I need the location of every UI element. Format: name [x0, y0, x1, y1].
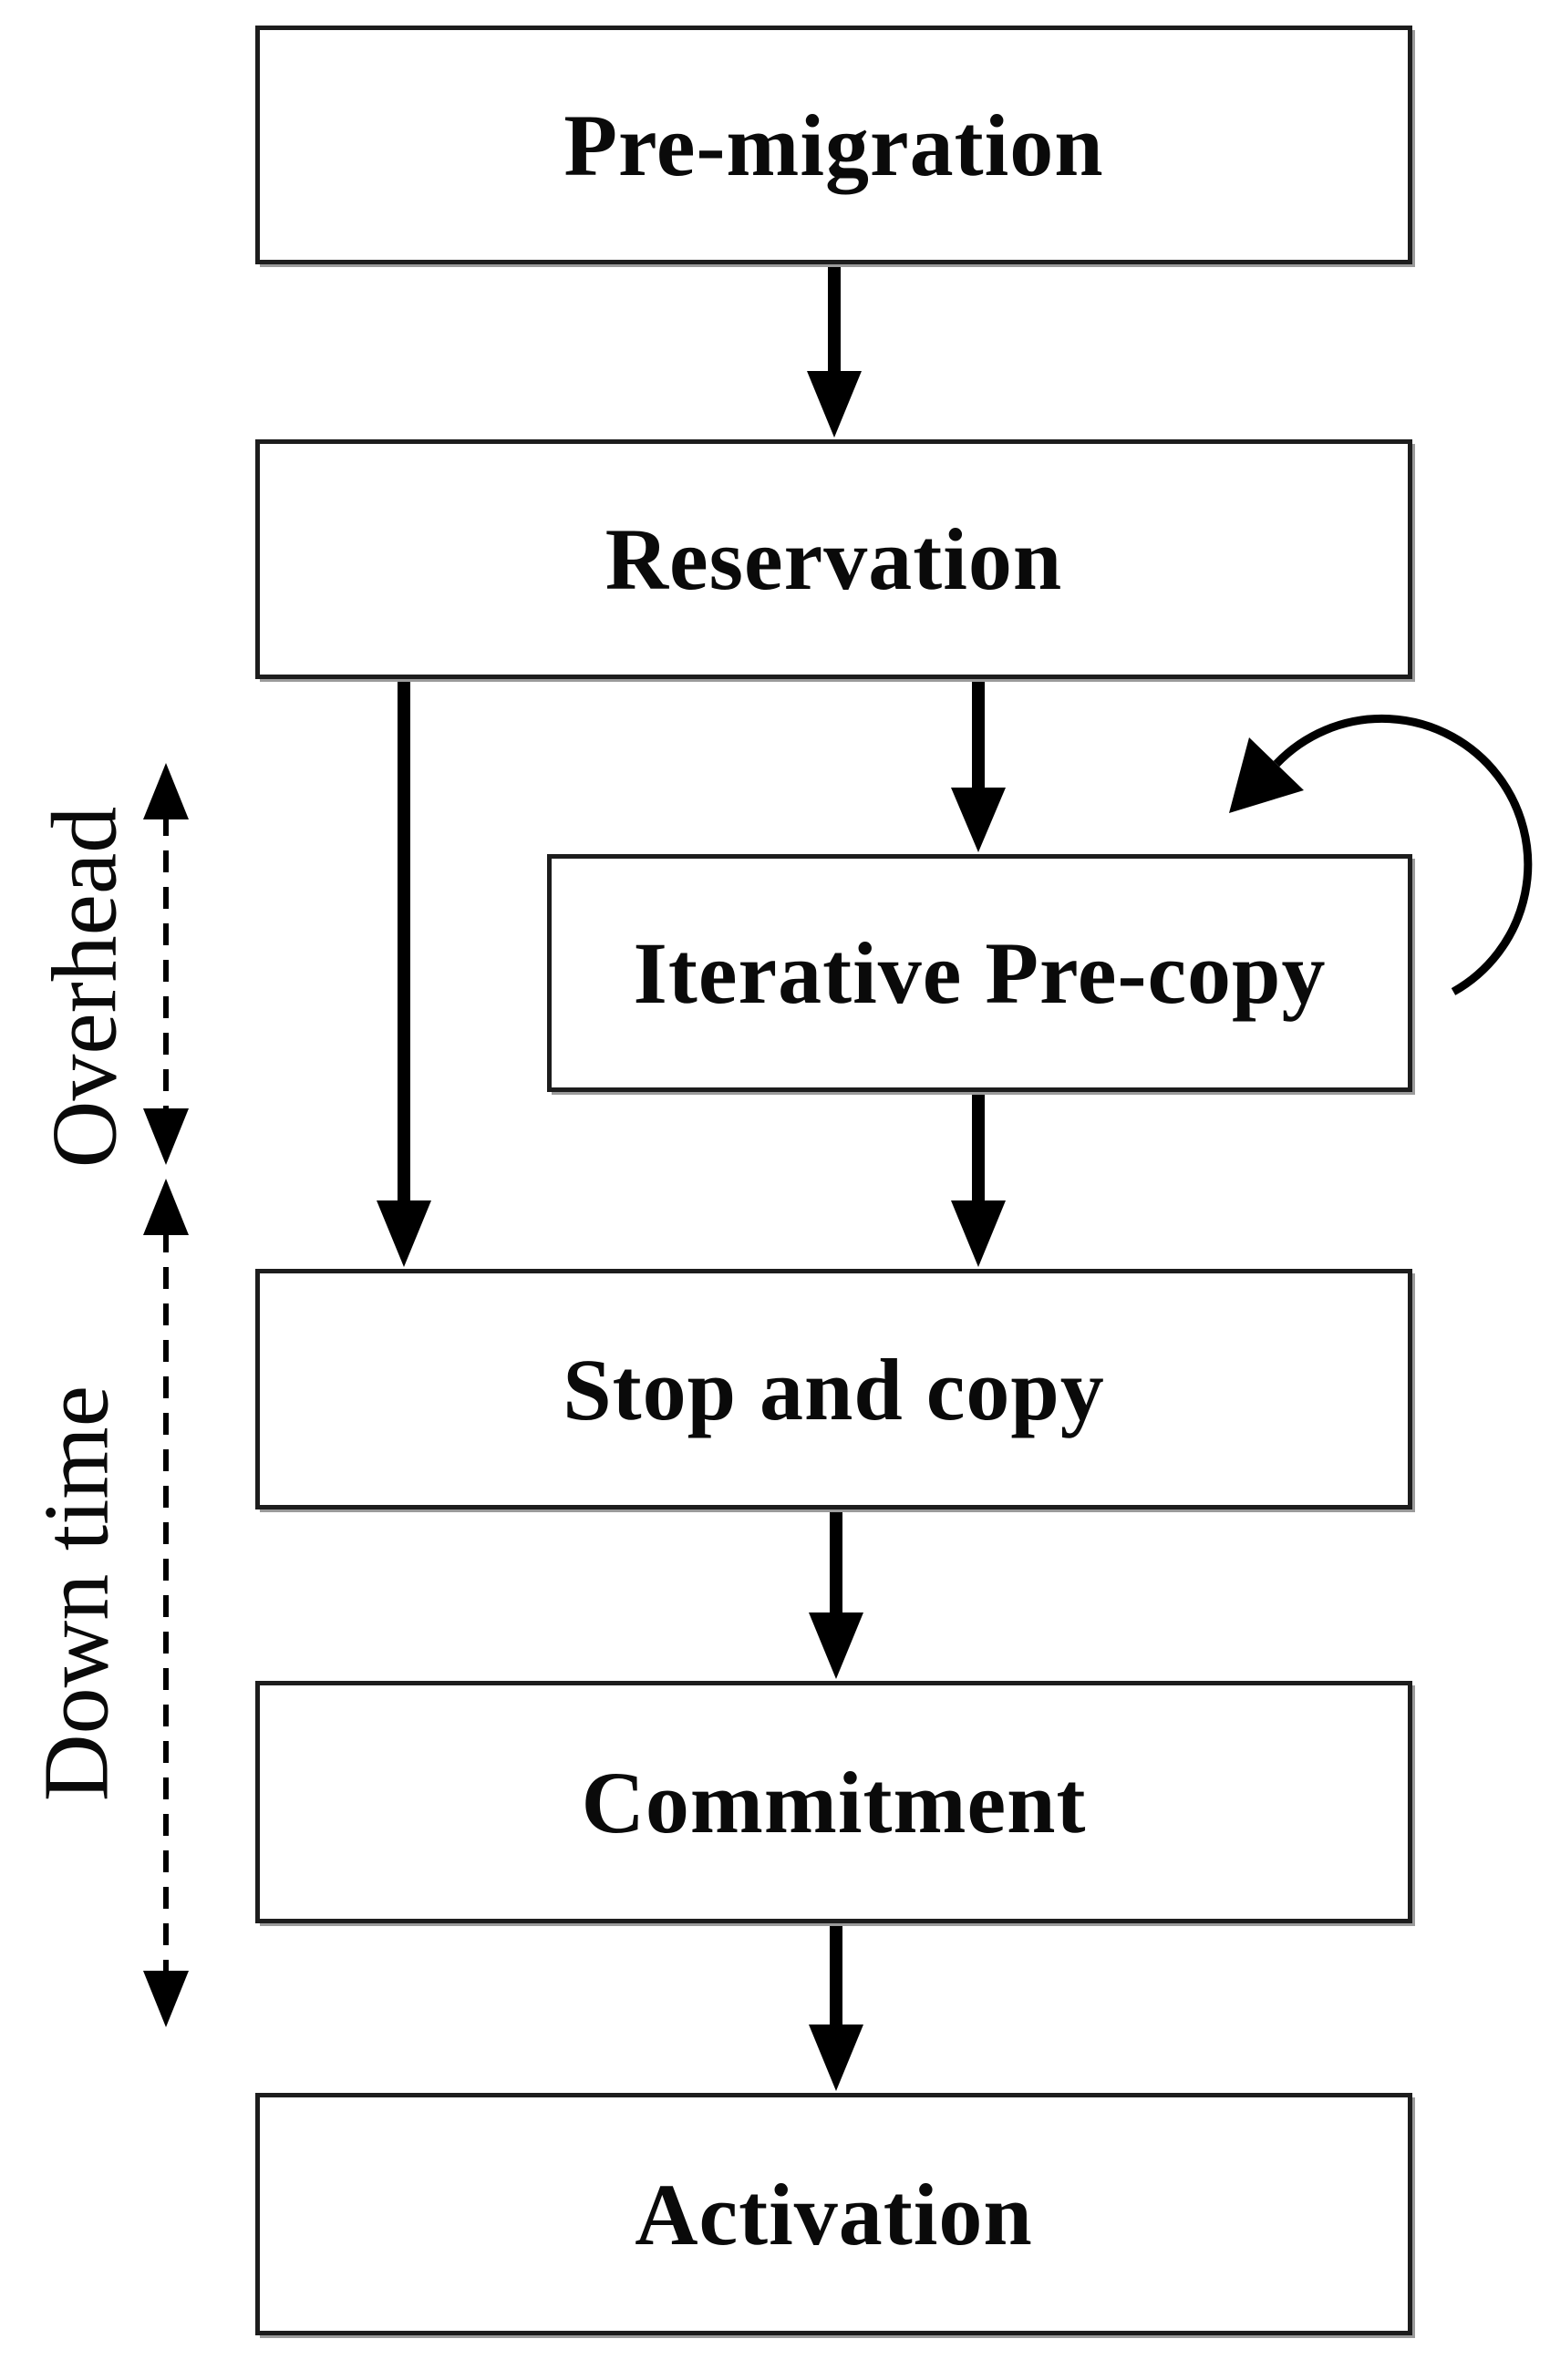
arrow-pre-migration-to-reservation — [807, 264, 862, 438]
node-label: Commitment — [581, 1753, 1087, 1851]
node-label: Stop and copy — [563, 1340, 1105, 1438]
overhead-label: Overhead — [33, 806, 137, 1169]
node-iterative-pre-copy: Iterative Pre-copy — [547, 854, 1412, 1092]
overhead-range-arrow — [143, 763, 189, 1165]
arrow-commitment-to-activation — [809, 1923, 863, 2091]
node-reservation: Reservation — [255, 439, 1412, 679]
arrow-stop-and-copy-to-commitment — [809, 1509, 863, 1679]
node-label: Activation — [635, 2165, 1033, 2263]
node-commitment: Commitment — [255, 1681, 1412, 1923]
arrow-reservation-to-iterative-pre-copy — [951, 679, 1006, 852]
downtime-range-arrow — [143, 1179, 189, 2027]
iteration-loop-arrow — [1229, 714, 1533, 995]
node-label: Iterative Pre-copy — [633, 924, 1327, 1022]
arrow-reservation-to-stop-and-copy — [377, 679, 431, 1267]
down-time-label: Down time — [25, 1385, 129, 1802]
node-label: Pre-migration — [563, 96, 1104, 194]
node-activation: Activation — [255, 2093, 1412, 2335]
node-pre-migration: Pre-migration — [255, 26, 1412, 264]
node-stop-and-copy: Stop and copy — [255, 1269, 1412, 1509]
node-label: Reservation — [604, 510, 1063, 608]
arrow-iterative-pre-copy-to-stop-and-copy — [951, 1092, 1006, 1267]
